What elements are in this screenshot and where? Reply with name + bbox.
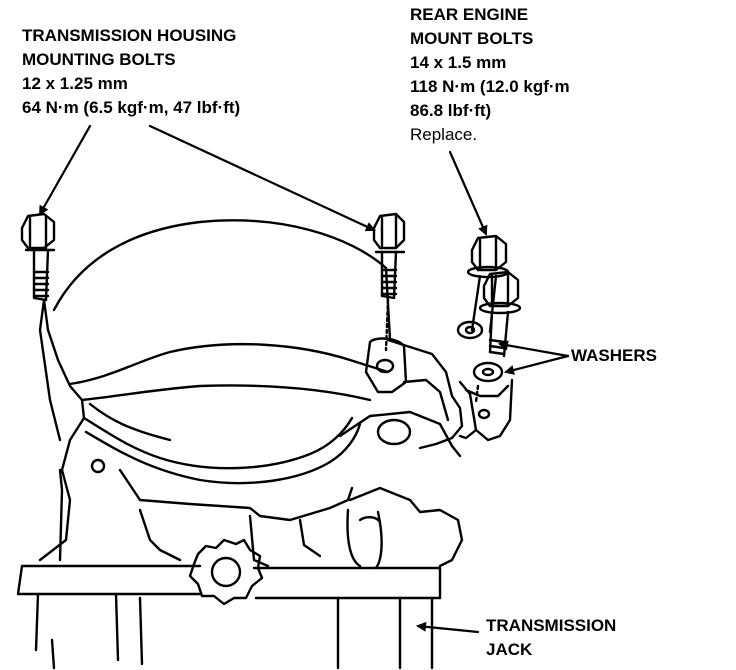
washers-label: WASHERS (571, 346, 657, 365)
jack-title-2: JACK (486, 640, 533, 659)
rear-mount-bracket (458, 378, 514, 442)
leader-lines (38, 124, 570, 634)
housing-bolts-title-2: MOUNTING BOLTS (22, 50, 176, 69)
housing-bolts-title-1: TRANSMISSION HOUSING (22, 26, 237, 45)
arrow-to-mount-bolts (448, 150, 488, 236)
arrow-to-washer-lower (504, 354, 570, 375)
washer-lower (472, 361, 504, 383)
housing-bolts-size: 12 x 1.25 mm (22, 74, 128, 93)
housing-bolt-right (372, 212, 406, 352)
arrow-to-jack (416, 621, 480, 634)
arrow-to-right-bolt (148, 124, 376, 232)
housing-bolts-label: TRANSMISSION HOUSING MOUNTING BOLTS 12 x… (22, 24, 240, 120)
housing-bolts-torque: 64 N·m (6.5 kgf·m, 47 lbf·ft) (22, 98, 241, 117)
housing-bolt-left (20, 212, 56, 302)
transmission-housing (38, 219, 464, 606)
rear-mount-title-1: REAR ENGINE (410, 5, 529, 24)
jack-title-1: TRANSMISSION (486, 616, 617, 635)
arrow-to-left-bolt (38, 124, 92, 216)
transmission-jack-label: TRANSMISSION JACK (486, 614, 616, 662)
rear-mount-bolts-label: REAR ENGINE MOUNT BOLTS 14 x 1.5 mm 118 … (410, 3, 570, 147)
rear-mount-bolt-upper (466, 234, 510, 334)
rear-mount-title-2: MOUNT BOLTS (410, 29, 534, 48)
rear-mount-torque-1: 118 N·m (12.0 kgf·m (410, 77, 570, 96)
washer-upper (456, 320, 484, 340)
rear-mount-size: 14 x 1.5 mm (410, 53, 507, 72)
rear-mount-note: Replace. (410, 125, 478, 144)
arrow-to-washer-upper (498, 340, 570, 358)
transmission-jack (16, 564, 442, 670)
rear-mount-torque-2: 86.8 lbf·ft) (410, 101, 492, 120)
